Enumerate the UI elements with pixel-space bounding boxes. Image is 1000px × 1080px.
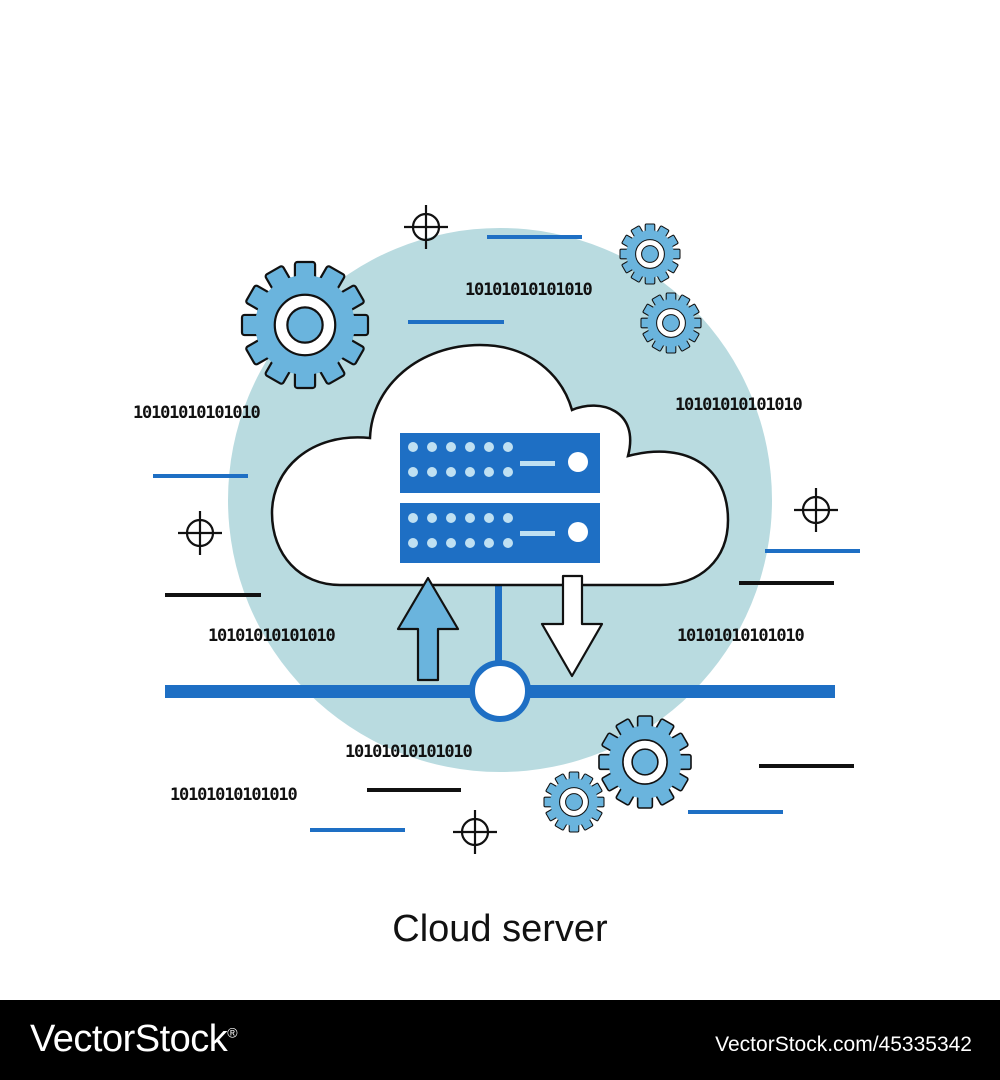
binary-text: 10101010101010 bbox=[465, 280, 592, 300]
binary-text: 10101010101010 bbox=[133, 403, 260, 423]
cloud-server-illustration: 10101010101010 10101010101010 1010101010… bbox=[133, 203, 860, 856]
crosshair-icon bbox=[176, 509, 224, 557]
binary-text: 10101010101010 bbox=[170, 785, 297, 805]
image-url: VectorStock.com/45335342 bbox=[715, 1033, 972, 1056]
crosshair-icon bbox=[792, 486, 840, 534]
binary-text: 10101010101010 bbox=[677, 626, 804, 646]
decorative-lines bbox=[153, 235, 860, 832]
network-node bbox=[469, 660, 531, 722]
crosshair-icon bbox=[451, 808, 499, 856]
upload-arrow-icon bbox=[396, 576, 460, 682]
brand-logo: VectorStock® bbox=[30, 1018, 238, 1060]
server-connector bbox=[495, 580, 502, 665]
download-arrow-icon bbox=[540, 574, 604, 678]
binary-text: 10101010101010 bbox=[208, 626, 335, 646]
gear-icon bbox=[543, 771, 605, 833]
binary-text: 10101010101010 bbox=[675, 395, 802, 415]
caption-title: Cloud server bbox=[392, 908, 608, 950]
binary-text: 10101010101010 bbox=[345, 742, 472, 762]
server-icon bbox=[400, 433, 600, 563]
watermark-footer: VectorStock® VectorStock.com/45335342 bbox=[0, 1000, 1000, 1080]
